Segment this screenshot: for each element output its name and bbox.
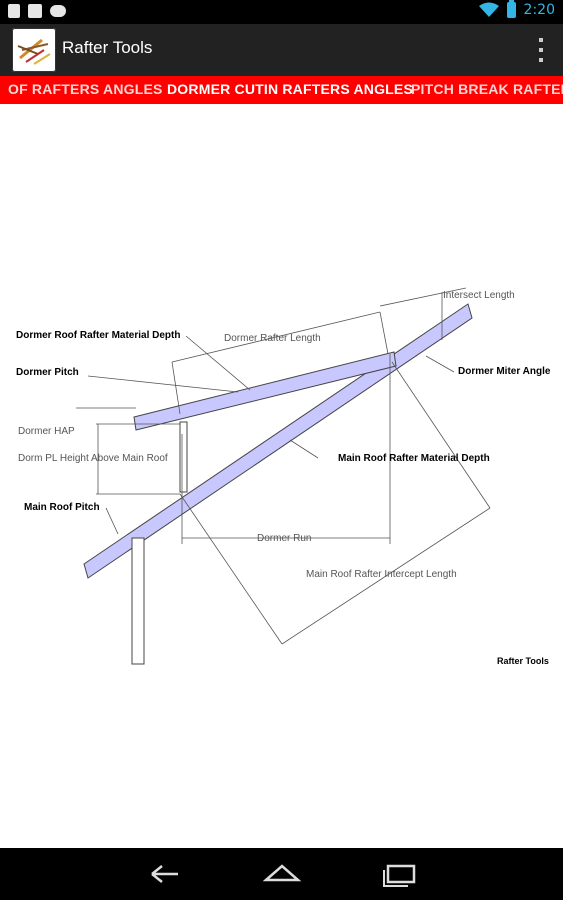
battery-icon bbox=[506, 0, 516, 18]
tab-strip: OF RAFTERS ANGLES DORMER CUTIN RAFTERS A… bbox=[0, 76, 563, 104]
main-roof-rafter bbox=[83, 303, 473, 579]
app-logo-icon[interactable] bbox=[12, 28, 56, 72]
game-controller-icon bbox=[50, 5, 66, 17]
label-dorm-pl-height: Dorm PL Height Above Main Roof bbox=[18, 453, 168, 464]
app-title: Rafter Tools bbox=[62, 38, 153, 57]
label-main-roof-rafter-intercept-length: Main Roof Rafter Intercept Length bbox=[306, 569, 457, 580]
label-main-roof-rafter-material-depth: Main Roof Rafter Material Depth bbox=[338, 453, 490, 464]
watermark: Rafter Tools bbox=[497, 656, 549, 666]
overflow-menu-icon[interactable] bbox=[539, 38, 543, 62]
label-dormer-hap: Dormer HAP bbox=[18, 426, 75, 437]
recents-icon[interactable] bbox=[370, 858, 430, 890]
label-main-roof-pitch: Main Roof Pitch bbox=[24, 502, 100, 513]
home-icon[interactable] bbox=[252, 858, 312, 890]
back-icon[interactable] bbox=[134, 858, 194, 890]
notification-icons bbox=[8, 4, 66, 18]
wall-post bbox=[131, 537, 145, 665]
navigation-bar bbox=[0, 848, 563, 900]
clock: 2:20 bbox=[523, 2, 555, 18]
status-bar: 2:20 bbox=[0, 0, 563, 24]
content-area: Intersect Length Dormer Roof Rafter Mate… bbox=[0, 104, 563, 848]
label-dormer-roof-rafter-material-depth: Dormer Roof Rafter Material Depth bbox=[16, 330, 181, 341]
label-dormer-run: Dormer Run bbox=[257, 533, 312, 544]
label-dormer-miter-angle: Dormer Miter Angle bbox=[458, 366, 551, 377]
notification-icon bbox=[8, 4, 20, 18]
label-intersect-length: Intersect Length bbox=[443, 290, 515, 301]
dormer-rafter bbox=[133, 351, 397, 431]
action-bar: Rafter Tools bbox=[0, 24, 563, 76]
tab-rafters-angles[interactable]: OF RAFTERS ANGLES bbox=[8, 81, 163, 97]
tab-pitch-break-rafter[interactable]: PITCH BREAK RAFTER bbox=[411, 81, 563, 97]
dormer-post bbox=[179, 421, 188, 493]
label-dormer-rafter-length: Dormer Rafter Length bbox=[224, 333, 321, 344]
label-dormer-pitch: Dormer Pitch bbox=[16, 367, 79, 378]
dormer-rafter-diagram bbox=[76, 287, 491, 665]
tab-dormer-cutin-rafters-angles[interactable]: DORMER CUTIN RAFTERS ANGLES bbox=[167, 81, 413, 97]
wifi-icon bbox=[478, 2, 499, 17]
play-store-icon bbox=[28, 4, 42, 18]
